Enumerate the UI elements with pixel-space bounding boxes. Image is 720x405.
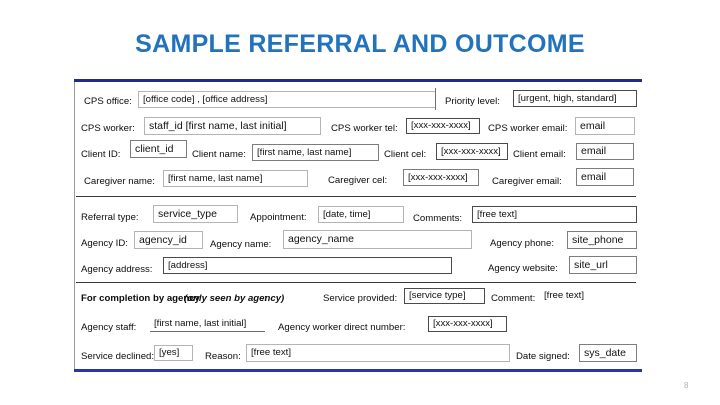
- input-cps-office[interactable]: [office code] , [office address]: [138, 91, 435, 108]
- input-caregiver-name[interactable]: [first name, last name]: [163, 170, 308, 187]
- input-client-name[interactable]: [first name, last name]: [252, 144, 379, 161]
- frame-bottom-bar: [74, 369, 642, 372]
- label-agency-staff: Agency staff:: [81, 322, 137, 333]
- label-date-signed: Date signed:: [516, 351, 570, 362]
- input-cps-worker[interactable]: staff_id [first name, last initial]: [144, 117, 321, 135]
- label-appointment: Appointment:: [250, 212, 307, 223]
- input-client-id[interactable]: client_id: [130, 140, 187, 158]
- frame-top-bar: [74, 79, 642, 82]
- input-cps-worker-email[interactable]: email: [575, 117, 635, 135]
- label-client-email: Client email:: [513, 149, 566, 160]
- label-cps-worker-tel: CPS worker tel:: [331, 123, 398, 134]
- input-service-declined[interactable]: [yes]: [154, 345, 193, 361]
- agency-completion-heading: For completion by agency: [81, 293, 200, 304]
- input-referral-type[interactable]: service_type: [153, 205, 238, 223]
- label-agency-id: Agency ID:: [81, 238, 128, 249]
- input-agency-staff[interactable]: [first name, last initial]: [150, 316, 265, 332]
- label-agency-name: Agency name:: [210, 239, 272, 250]
- label-agency-address: Agency address:: [81, 264, 153, 275]
- label-agency-website: Agency website:: [488, 263, 558, 274]
- input-comments[interactable]: [free text]: [472, 206, 637, 223]
- input-agency-id[interactable]: agency_id: [134, 231, 203, 249]
- label-priority-level: Priority level:: [445, 96, 500, 107]
- input-agency-address[interactable]: [address]: [163, 257, 452, 274]
- label-referral-type: Referral type:: [81, 212, 139, 223]
- label-caregiver-email: Caregiver email:: [492, 176, 562, 187]
- input-caregiver-email[interactable]: email: [576, 168, 634, 186]
- input-date-signed[interactable]: sys_date: [579, 344, 637, 362]
- label-comments: Comments:: [413, 213, 463, 224]
- divider-row1: [435, 88, 436, 110]
- label-cps-office: CPS office:: [84, 96, 132, 107]
- label-agency-worker-direct-number: Agency worker direct number:: [278, 322, 406, 333]
- input-appointment[interactable]: [date, time]: [318, 206, 404, 223]
- input-caregiver-cel[interactable]: [xxx-xxx-xxxx]: [403, 169, 479, 186]
- label-cps-worker-email: CPS worker email:: [488, 123, 568, 134]
- input-cps-worker-tel[interactable]: [xxx-xxx-xxxx]: [406, 118, 480, 134]
- input-agency-name[interactable]: agency_name: [283, 230, 472, 249]
- label-agency-phone: Agency phone:: [490, 238, 555, 249]
- input-comment[interactable]: [free text]: [540, 288, 630, 304]
- label-cps-worker: CPS worker:: [81, 123, 135, 134]
- label-client-id: Client ID:: [81, 149, 121, 160]
- input-priority-level[interactable]: [urgent, high, standard]: [513, 90, 637, 107]
- section-separator-2: [76, 282, 636, 283]
- label-comment: Comment:: [491, 293, 536, 304]
- label-client-cel: Client cel:: [384, 149, 427, 160]
- label-client-name: Client name:: [192, 149, 246, 160]
- input-agency-worker-direct-number[interactable]: [xxx-xxx-xxxx]: [428, 316, 507, 332]
- input-reason[interactable]: [free text]: [246, 344, 510, 362]
- input-service-provided[interactable]: [service type]: [404, 288, 485, 304]
- input-agency-phone[interactable]: site_phone: [567, 231, 637, 249]
- page-title: SAMPLE REFERRAL AND OUTCOME: [135, 30, 585, 58]
- section-separator-1: [76, 196, 636, 197]
- input-agency-website[interactable]: site_url: [569, 256, 637, 274]
- agency-completion-heading-note: (only seen by agency): [184, 293, 285, 304]
- agency-completion-heading-colon: :: [264, 293, 268, 304]
- frame-left-line: [74, 82, 75, 369]
- input-client-cel[interactable]: [xxx-xxx-xxxx]: [436, 143, 508, 160]
- input-client-email[interactable]: email: [576, 143, 634, 160]
- label-caregiver-cel: Caregiver cel:: [328, 175, 388, 186]
- label-reason: Reason:: [205, 351, 241, 362]
- label-service-provided: Service provided:: [323, 293, 398, 304]
- label-service-declined: Service declined:: [81, 351, 155, 362]
- page-number: 8: [684, 381, 689, 390]
- label-caregiver-name: Caregiver name:: [84, 176, 155, 187]
